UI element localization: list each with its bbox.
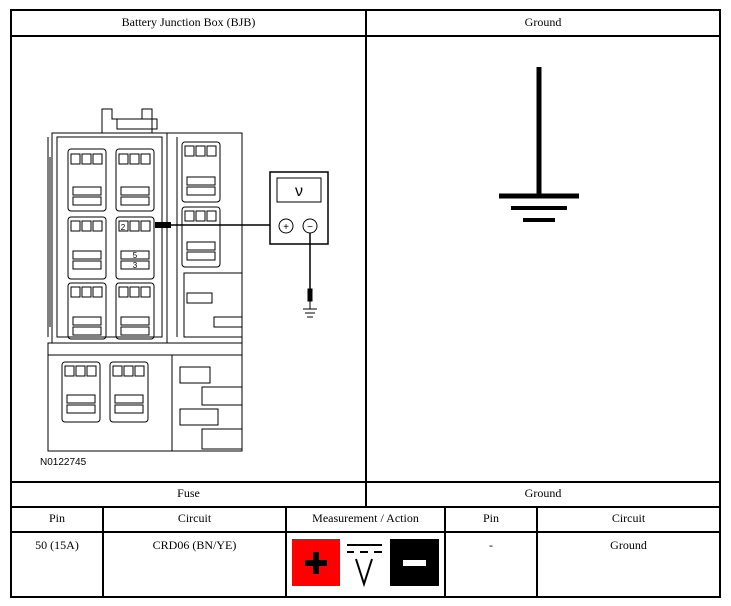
multimeter-icon: ν + − bbox=[269, 171, 329, 245]
measurement-icons bbox=[292, 539, 440, 588]
svg-text:−: − bbox=[307, 222, 313, 233]
cavity-label-5: 5 bbox=[133, 251, 138, 260]
relay-cavity bbox=[181, 206, 221, 268]
meter-plus-jack bbox=[278, 218, 294, 234]
dc-voltage-icon bbox=[347, 544, 382, 588]
ground-symbol-icon bbox=[499, 67, 579, 222]
row-circuit: CRD06 (BN/YE) bbox=[152, 538, 237, 552]
ground-diagram bbox=[367, 37, 719, 481]
fuse-label: Fuse bbox=[177, 486, 200, 500]
probe-lead-positive bbox=[155, 222, 280, 228]
probe-lead-negative bbox=[303, 233, 317, 318]
lower-block-outline bbox=[47, 342, 243, 452]
col-header-pin: Pin bbox=[48, 511, 65, 525]
figure-id: N0122745 bbox=[40, 457, 87, 468]
center-divider bbox=[365, 11, 367, 508]
row-pin: 50 (15A) bbox=[35, 538, 79, 552]
col-header-circuit: Circuit bbox=[177, 511, 212, 525]
cavity-label-3: 3 bbox=[133, 261, 138, 270]
latch-tab bbox=[116, 118, 158, 130]
fuse-cavity-50 bbox=[115, 216, 155, 280]
col-divider-2 bbox=[285, 506, 287, 596]
meter-symbol: ν bbox=[295, 183, 303, 200]
fuse-cavity bbox=[61, 361, 101, 423]
test-sheet: Battery Junction Box (BJB) Ground Fuse G… bbox=[10, 9, 721, 598]
col-divider-3 bbox=[444, 506, 446, 596]
fuse-cavity bbox=[115, 148, 155, 212]
column-header-divider bbox=[12, 531, 719, 533]
col-divider-4 bbox=[536, 506, 538, 596]
fuse-cavity bbox=[109, 361, 149, 423]
ground-section-label: Ground bbox=[524, 486, 562, 500]
fuse-cavity bbox=[67, 282, 107, 340]
row-pin-2: - bbox=[489, 538, 493, 552]
fuse-cavity bbox=[67, 148, 107, 212]
negative-probe-icon bbox=[390, 539, 439, 586]
bjb-diagram: 2 5 3 ν + − bbox=[12, 37, 365, 481]
bjb-header: Battery Junction Box (BJB) bbox=[121, 15, 256, 29]
fuse-cavity bbox=[115, 282, 155, 340]
positive-probe-icon bbox=[292, 539, 340, 586]
col-header-pin-2: Pin bbox=[482, 511, 499, 525]
col-header-measurement: Measurement / Action bbox=[312, 511, 419, 525]
fuse-cavity bbox=[67, 216, 107, 280]
col-divider-1 bbox=[102, 506, 104, 596]
relay-block-outline bbox=[166, 132, 243, 344]
col-header-circuit-2: Circuit bbox=[611, 511, 646, 525]
relay-cavity bbox=[181, 141, 221, 203]
row-circuit-2: Ground bbox=[610, 538, 647, 552]
svg-text:+: + bbox=[283, 222, 289, 233]
cavity-label-2: 2 bbox=[121, 223, 126, 232]
ground-header: Ground bbox=[524, 15, 562, 29]
